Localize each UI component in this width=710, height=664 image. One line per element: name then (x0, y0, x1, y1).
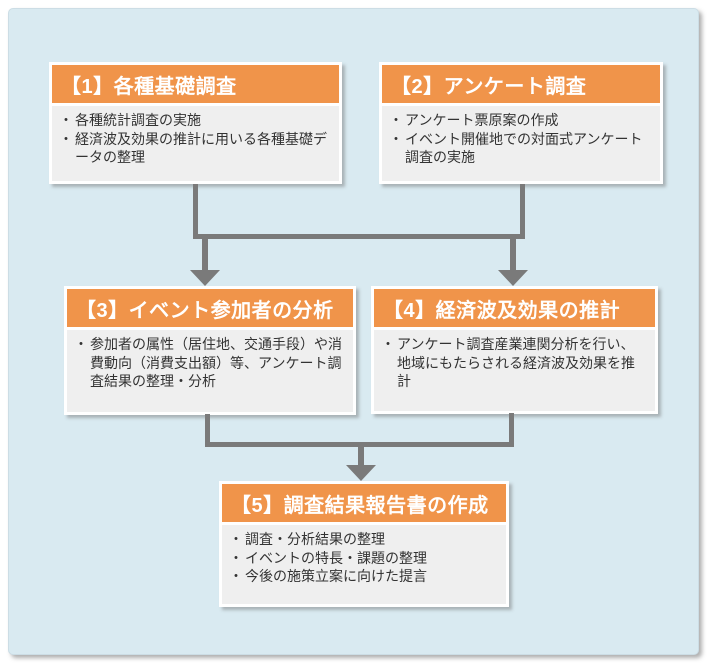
flow-box-3-header: 【3】イベント参加者の分析 (67, 289, 353, 327)
bullet-marker: ・ (229, 568, 243, 584)
flow-box-1: 【1】各種基礎調査 ・ 各種統計調査の実施 ・ 経済波及効果の推計に用いる各種基… (49, 62, 342, 184)
bullet-item: ・ アンケート票原案の作成 (389, 111, 653, 130)
flow-box-2-header: 【2】アンケート調査 (382, 65, 660, 103)
bullet-marker: ・ (74, 336, 88, 352)
bullet-item: ・ 調査・分析結果の整理 (229, 530, 499, 549)
connector-line (193, 184, 198, 239)
flow-box-2-body: ・ アンケート票原案の作成 ・ イベント開催地での対面式アンケート調査の実施 (382, 106, 660, 181)
arrow-down-icon (346, 465, 376, 481)
bullet-text: 各種統計調査の実施 (75, 112, 201, 128)
flow-box-2-title: 【2】アンケート調査 (391, 75, 587, 98)
bullet-marker: ・ (389, 112, 403, 128)
flow-box-1-title: 【1】各種基礎調査 (61, 75, 237, 98)
bullet-marker: ・ (229, 549, 243, 566)
arrow-down-icon (498, 270, 528, 286)
bullet-item: ・ 今後の施策立案に向けた提言 (229, 567, 499, 586)
bullet-item: ・ イベント開催地での対面式アンケート調査の実施 (389, 130, 653, 167)
flow-box-4-title: 【4】経済波及効果の推計 (383, 299, 621, 322)
bullet-item: ・ 経済波及効果の推計に用いる各種基礎データの整理 (59, 130, 332, 167)
flow-box-2: 【2】アンケート調査 ・ アンケート票原案の作成 ・ イベント開催地での対面式ア… (379, 62, 663, 184)
bullet-item: ・ アンケート調査産業連関分析を行い、地域にもたらされる経済波及効果を推計 (381, 335, 648, 391)
flow-box-4-body: ・ アンケート調査産業連関分析を行い、地域にもたらされる経済波及効果を推計 (374, 330, 655, 411)
bullet-text: アンケート票原案の作成 (405, 112, 559, 128)
connector-line (205, 414, 210, 447)
arrow-down-icon (190, 270, 220, 286)
flow-box-4-header: 【4】経済波及効果の推計 (374, 289, 655, 327)
bullet-text: イベント開催地での対面式アンケート調査の実施 (405, 130, 643, 166)
flow-box-5-body: ・ 調査・分析結果の整理 ・ イベントの特長・課題の整理 ・ 今後の施策立案に向… (222, 525, 506, 604)
connector-line (202, 234, 208, 270)
flow-box-1-header: 【1】各種基礎調査 (52, 65, 339, 103)
bullet-item: ・ 参加者の属性（居住地、交通手段）や消費動向（消費支出額）等、アンケート調査結… (74, 335, 346, 391)
bullet-item: ・ 各種統計調査の実施 (59, 111, 332, 130)
bullet-marker: ・ (389, 130, 403, 147)
bullet-text: 参加者の属性（居住地、交通手段）や消費動向（消費支出額）等、アンケート調査結果の… (90, 336, 342, 389)
bullet-marker: ・ (381, 336, 395, 352)
flow-box-5-title: 【5】調査結果報告書の作成 (231, 494, 489, 517)
bullet-text: 経済波及効果の推計に用いる各種基礎データの整理 (75, 130, 327, 166)
bullet-text: 調査・分析結果の整理 (245, 531, 385, 547)
flow-box-3: 【3】イベント参加者の分析 ・ 参加者の属性（居住地、交通手段）や消費動向（消費… (64, 286, 356, 415)
flow-box-5-header: 【5】調査結果報告書の作成 (222, 484, 506, 522)
connector-line (358, 442, 364, 465)
flow-box-3-body: ・ 参加者の属性（居住地、交通手段）や消費動向（消費支出額）等、アンケート調査結… (67, 330, 353, 412)
connector-line (520, 184, 525, 239)
bullet-marker: ・ (59, 112, 73, 128)
connector-line (509, 413, 514, 447)
flow-box-1-body: ・ 各種統計調査の実施 ・ 経済波及効果の推計に用いる各種基礎データの整理 (52, 106, 339, 181)
bullet-text: イベントの特長・課題の整理 (245, 549, 427, 566)
flow-box-4: 【4】経済波及効果の推計 ・ アンケート調査産業連関分析を行い、地域にもたらされ… (371, 286, 658, 414)
connector-line (193, 234, 525, 239)
flowchart-panel: 【1】各種基礎調査 ・ 各種統計調査の実施 ・ 経済波及効果の推計に用いる各種基… (8, 8, 699, 655)
connector-line (510, 234, 516, 270)
bullet-marker: ・ (229, 531, 243, 547)
bullet-text: アンケート調査産業連関分析を行い、地域にもたらされる経済波及効果を推計 (397, 336, 635, 389)
bullet-item: ・ イベントの特長・課題の整理 (229, 549, 499, 568)
flow-box-5: 【5】調査結果報告書の作成 ・ 調査・分析結果の整理 ・ イベントの特長・課題の… (219, 481, 509, 607)
bullet-marker: ・ (59, 130, 73, 147)
flow-box-3-title: 【3】イベント参加者の分析 (76, 299, 334, 322)
bullet-text: 今後の施策立案に向けた提言 (245, 568, 427, 584)
